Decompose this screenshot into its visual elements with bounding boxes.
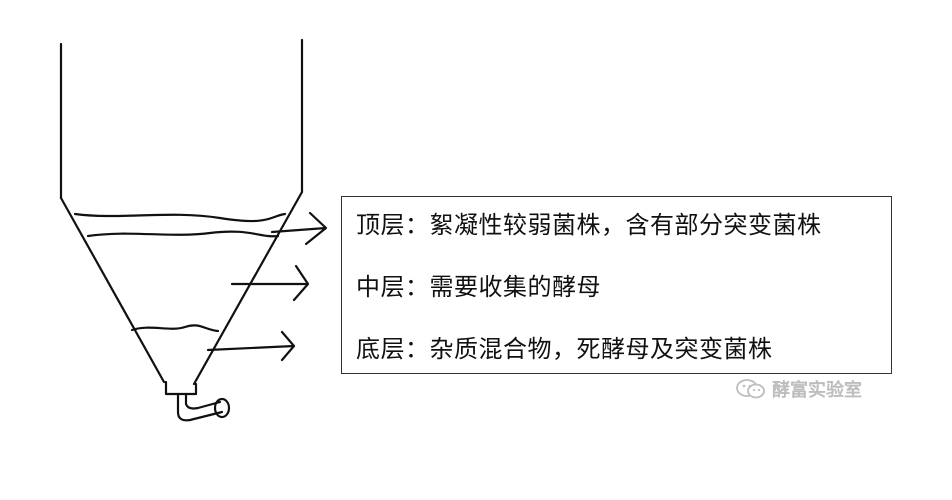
- layer-label-middle: 中层：需要收集的酵母: [356, 273, 601, 301]
- layer-line-top-2: [86, 230, 280, 238]
- layer-label-bottom: 底层：杂质混合物，死酵母及突变菌株: [356, 335, 773, 363]
- watermark: 酵富实验室: [736, 376, 862, 402]
- layer-line-bottom: [130, 324, 220, 333]
- layer-label-top: 顶层：絮凝性较弱菌株，含有部分突变菌株: [356, 211, 822, 239]
- outlet-pipe: [176, 392, 224, 422]
- outlet-pipe-lower: [184, 392, 222, 410]
- arrow-bottom: [206, 330, 296, 362]
- wechat-icon: [736, 379, 765, 399]
- cone-right-side: [192, 190, 304, 386]
- outlet-stub: [164, 380, 198, 396]
- arrow-middle: [230, 264, 310, 302]
- watermark-text: 酵富实验室: [772, 380, 862, 401]
- layer-line-top-1: [73, 212, 287, 223]
- outlet-pipe-end: [213, 397, 231, 419]
- layer-description-box: 顶层：絮凝性较弱菌株，含有部分突变菌株 中层：需要收集的酵母 底层：杂质混合物，…: [341, 196, 892, 374]
- arrow-top: [270, 211, 328, 246]
- cone-left-side: [59, 196, 166, 384]
